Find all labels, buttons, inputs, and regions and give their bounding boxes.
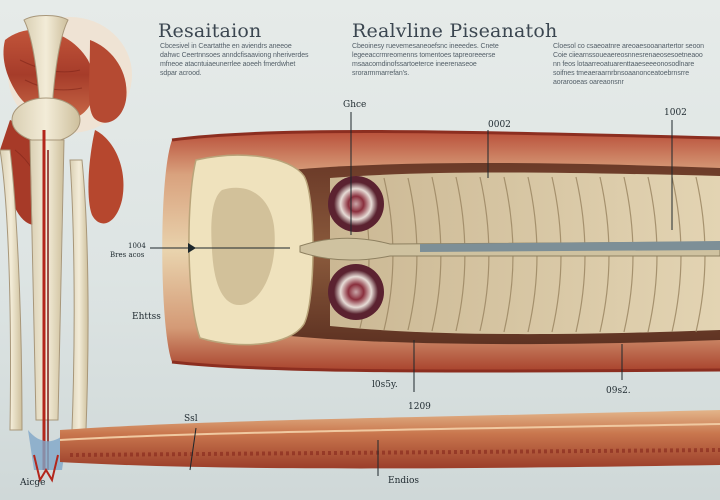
right-paragraph: Cloesol co csaeoatnre areoaesooanarterto… <box>553 43 704 86</box>
tube-structure <box>162 130 720 373</box>
base-tissue-band <box>59 410 720 469</box>
left-title: Resaitaion <box>158 20 262 42</box>
center-title: Realvline Piseanatoh <box>352 20 558 42</box>
center-paragraph: Cbeoinesy ruevemesaneoefsnc ineeedes. Cn… <box>352 43 499 77</box>
callout-base-center: Endios <box>388 476 420 486</box>
callout-bottom-mid-1: l0s5y. <box>372 380 398 390</box>
callout-top-left: Ghce <box>343 100 367 110</box>
left-bone-column <box>0 15 89 483</box>
left-paragraph: Cbcesivel in Ceartatthe en aviendrs anee… <box>160 43 309 77</box>
callout-left-mid: Ehttss <box>132 312 161 322</box>
callout-arrowhead <box>188 243 196 253</box>
callout-bottom-mid-2: 1209 <box>408 402 431 412</box>
callout-base-left: Aicge <box>20 478 46 488</box>
callout-top-right: 1002 <box>664 108 687 118</box>
callout-top-mid: 0002 <box>488 120 511 130</box>
callout-left-upper-2: Bres acos <box>110 251 145 259</box>
callout-left-upper-1: 1004 <box>128 242 146 250</box>
callout-bottom-left: Ssl <box>184 414 198 424</box>
callout-leaders <box>150 112 673 476</box>
callout-bottom-right: 09s2. <box>606 386 631 396</box>
